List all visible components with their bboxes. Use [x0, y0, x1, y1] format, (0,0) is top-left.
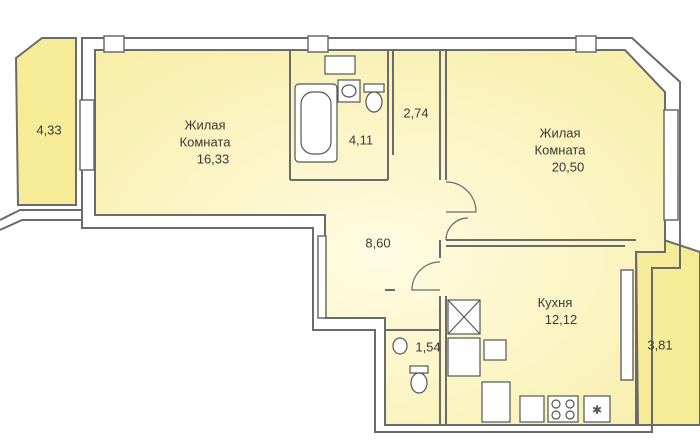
balcony-right-area-label: 3,81: [647, 337, 672, 354]
room-name-line1: Жилая: [539, 125, 581, 141]
snowflake-icon: ✱: [592, 403, 602, 417]
room-area: 12,12: [544, 312, 578, 327]
doors: [411, 181, 477, 291]
kitchen-fridge: [583, 395, 611, 423]
room-area: 2,74: [403, 105, 429, 121]
room-area: 20,50: [551, 159, 585, 175]
kitchen-label: Кухня 12,12: [533, 294, 578, 328]
storage-area-label: 2,74: [403, 105, 428, 122]
windows: [79, 35, 679, 381]
wc-sink: [392, 337, 408, 355]
left-stub-wall-2: [0, 219, 82, 231]
room-area: 1,54: [415, 339, 441, 355]
room-name-line2: Комната: [179, 134, 231, 150]
wc-area-label: 1,54: [415, 339, 440, 356]
room-area: 16,33: [196, 151, 230, 167]
room-name: Кухня: [537, 295, 573, 310]
living-room-1-label: Жилая Комната 16,33: [180, 117, 231, 168]
room-area: 4,33: [36, 122, 62, 138]
bathroom-sink: [337, 79, 361, 103]
hall-area-label: 8,60: [365, 235, 390, 252]
interior-walls: [289, 50, 636, 425]
room-name-line1: Жилая: [184, 117, 226, 133]
washing-machine: [324, 55, 356, 75]
room-area: 4,11: [348, 132, 374, 148]
balcony-left: [14, 37, 77, 206]
inner-wall-line: [94, 49, 666, 426]
kitchen-unit: [447, 299, 545, 423]
balcony-left-area-label: 4,33: [36, 122, 61, 139]
bathroom-area-label: 4,11: [349, 132, 373, 149]
apartment-floor: [95, 50, 665, 425]
room-area: 8,60: [365, 235, 391, 251]
wc-toilet: [409, 365, 429, 394]
kitchen-stove: [547, 395, 579, 423]
bathroom-toilet: [363, 83, 385, 113]
living-room-2-label: Жилая Комната 20,50: [535, 125, 586, 176]
left-stub-wall: [0, 209, 82, 221]
room-area: 3,81: [647, 337, 673, 353]
outer-wall: [81, 37, 681, 433]
room-name-line2: Комната: [534, 142, 586, 158]
bathtub: [294, 83, 338, 163]
